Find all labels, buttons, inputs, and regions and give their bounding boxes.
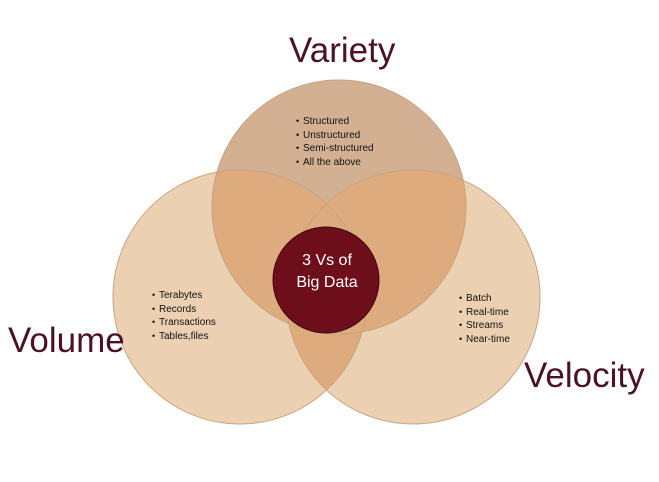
velocity-list: Batch Real-time Streams Near-time xyxy=(459,292,510,346)
list-item: Semi-structured xyxy=(296,142,374,156)
list-item: All the above xyxy=(296,156,374,170)
list-item: Batch xyxy=(459,292,510,306)
velocity-variety-overlap xyxy=(286,170,466,334)
velocity-title: Velocity xyxy=(524,356,645,395)
variety-outline xyxy=(211,79,467,335)
list-item: Records xyxy=(152,303,216,317)
list-item: Terabytes xyxy=(152,289,216,303)
center-label-line1: 3 Vs of xyxy=(302,252,352,269)
list-item: Structured xyxy=(296,115,374,129)
volume-list: Terabytes Records Transactions Tables,fi… xyxy=(152,289,216,343)
volume-title: Volume xyxy=(8,321,125,360)
list-item: Streams xyxy=(459,319,510,333)
center-label-line2: Big Data xyxy=(296,274,358,291)
variety-title: Variety xyxy=(289,31,396,70)
list-item: Tables,files xyxy=(152,330,216,344)
list-item: Transactions xyxy=(152,316,216,330)
center-label: 3 Vs of Big Data xyxy=(276,250,378,294)
list-item: Unstructured xyxy=(296,129,374,143)
list-item: Real-time xyxy=(459,306,510,320)
variety-list: Structured Unstructured Semi-structured … xyxy=(296,115,374,169)
center-circle xyxy=(272,226,380,334)
list-item: Near-time xyxy=(459,333,510,347)
